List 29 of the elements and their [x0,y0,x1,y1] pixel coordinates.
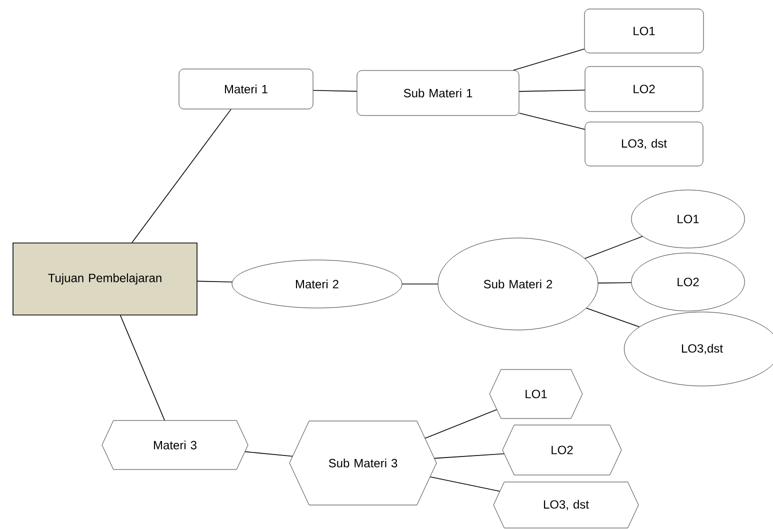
connector-line [244,451,293,457]
hexagon-node: Sub Materi 3 [289,420,437,506]
rounded-box: LO2 [584,66,704,112]
connector-line [197,280,232,282]
hexagon-node: LO2 [502,424,622,476]
hexagon-node: Materi 3 [102,420,248,470]
connector-line [518,90,586,92]
rounded-box: LO1 [584,8,704,54]
rounded-box: Materi 1 [178,68,314,110]
connector-line [132,108,232,243]
ellipse-node: LO1 [631,190,745,248]
connector-line [518,112,586,130]
ellipse-node: Sub Materi 2 [438,238,598,330]
connector-line [586,308,640,328]
ellipse-node: LO2 [631,252,745,312]
rounded-box: Sub Materi 1 [356,70,520,116]
connector-line [513,48,585,71]
connector-line [434,453,504,459]
connector-line [430,476,500,492]
connector-line [120,315,165,421]
connector-line [598,282,632,284]
connector-line [424,409,498,439]
connector-line [584,236,643,259]
connector-line [312,90,358,92]
hexagon-node: LO3, dst [493,482,639,528]
rounded-box: LO3, dst [584,122,704,166]
hexagon-node: LO1 [489,369,583,419]
ellipse-node: Materi 2 [232,260,402,308]
goal-box: Tujuan Pembelajaran [12,242,198,316]
